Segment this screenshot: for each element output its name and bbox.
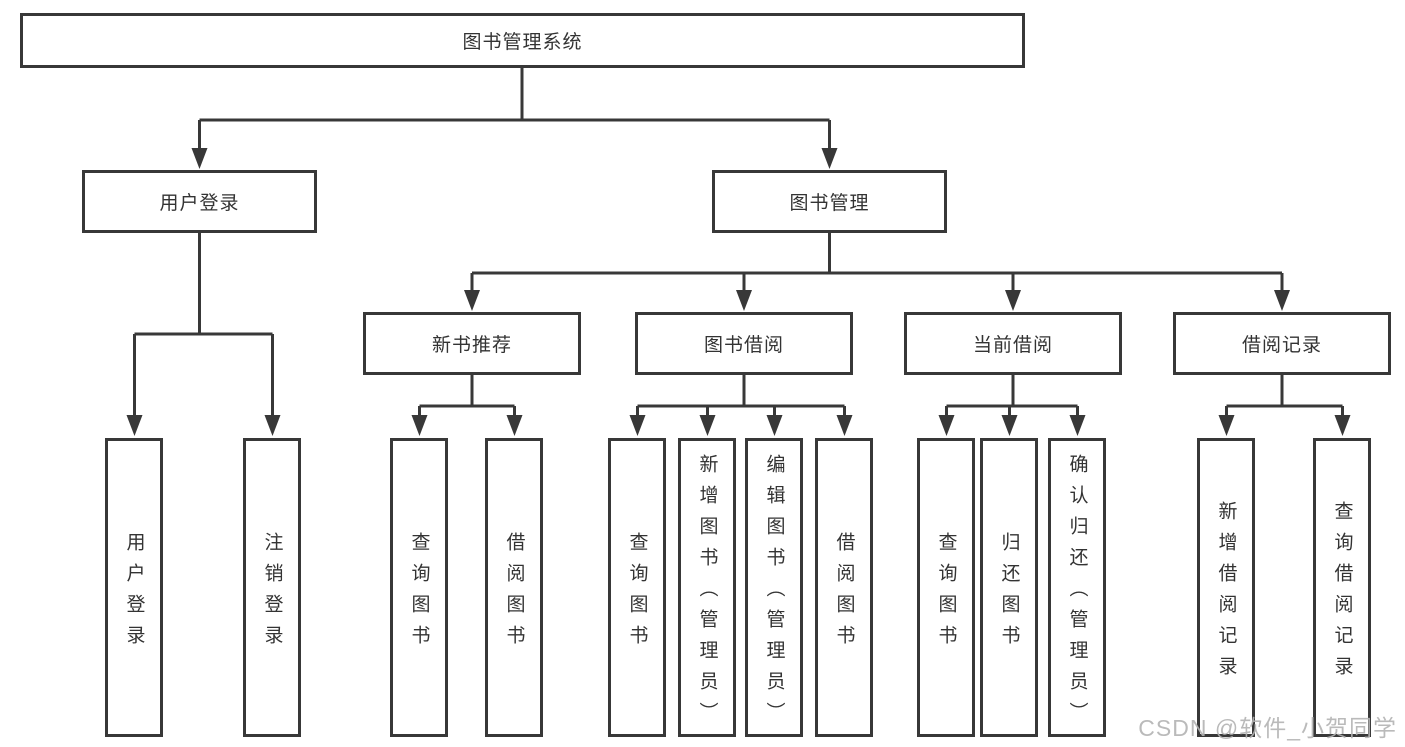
leaf-label: 确认归还（管理员） bbox=[1066, 454, 1088, 733]
leaf-user-login: 用户登录 bbox=[105, 438, 163, 737]
leaf-label: 新增借阅记录 bbox=[1215, 500, 1237, 687]
leaf-query-books-recommend: 查询图书 bbox=[390, 438, 448, 737]
leaf-label: 归还图书 bbox=[998, 531, 1020, 656]
leaf-label: 借阅图书 bbox=[503, 531, 525, 656]
node-label: 图书借阅 bbox=[703, 335, 784, 356]
leaf-label: 用户登录 bbox=[123, 531, 145, 656]
leaf-logout: 注销登录 bbox=[243, 438, 301, 737]
leaf-label: 查询图书 bbox=[626, 531, 648, 656]
node-label: 图书管理系统 bbox=[462, 32, 583, 53]
node-book-management: 图书管理 bbox=[712, 170, 947, 233]
leaf-query-books-current: 查询图书 bbox=[917, 438, 975, 737]
leaf-query-books-borrowing: 查询图书 bbox=[608, 438, 666, 737]
node-book-borrowing: 图书借阅 bbox=[635, 312, 853, 375]
leaf-label: 查询借阅记录 bbox=[1331, 500, 1353, 687]
leaf-query-borrow-record: 查询借阅记录 bbox=[1313, 438, 1371, 737]
node-current-borrowing: 当前借阅 bbox=[904, 312, 1122, 375]
leaf-label: 查询图书 bbox=[935, 531, 957, 656]
leaf-add-books-admin: 新增图书（管理员） bbox=[678, 438, 736, 737]
leaf-label: 编辑图书（管理员） bbox=[763, 454, 785, 733]
node-root-library-management-system: 图书管理系统 bbox=[20, 13, 1025, 68]
leaf-borrow-books: 借阅图书 bbox=[815, 438, 873, 737]
leaf-edit-books-admin: 编辑图书（管理员） bbox=[745, 438, 803, 737]
leaf-add-borrow-record: 新增借阅记录 bbox=[1197, 438, 1255, 737]
leaf-label: 查询图书 bbox=[408, 531, 430, 656]
leaf-label: 注销登录 bbox=[261, 531, 283, 656]
connector-lines bbox=[133, 68, 1344, 418]
arrowhead-icons bbox=[126, 148, 1351, 436]
node-label: 用户登录 bbox=[159, 193, 240, 214]
node-user-login: 用户登录 bbox=[82, 170, 317, 233]
node-borrowing-records: 借阅记录 bbox=[1173, 312, 1391, 375]
leaf-confirm-return-admin: 确认归还（管理员） bbox=[1048, 438, 1106, 737]
leaf-label: 借阅图书 bbox=[833, 531, 855, 656]
node-label: 新书推荐 bbox=[431, 335, 512, 356]
leaf-return-books: 归还图书 bbox=[980, 438, 1038, 737]
leaf-label: 新增图书（管理员） bbox=[696, 454, 718, 733]
leaf-borrow-books-recommend: 借阅图书 bbox=[485, 438, 543, 737]
node-label: 图书管理 bbox=[789, 193, 870, 214]
node-label: 借阅记录 bbox=[1241, 335, 1322, 356]
node-new-book-recommendation: 新书推荐 bbox=[363, 312, 581, 375]
csdn-watermark: CSDN @软件_小贺同学 bbox=[1138, 715, 1397, 741]
node-label: 当前借阅 bbox=[972, 335, 1053, 356]
